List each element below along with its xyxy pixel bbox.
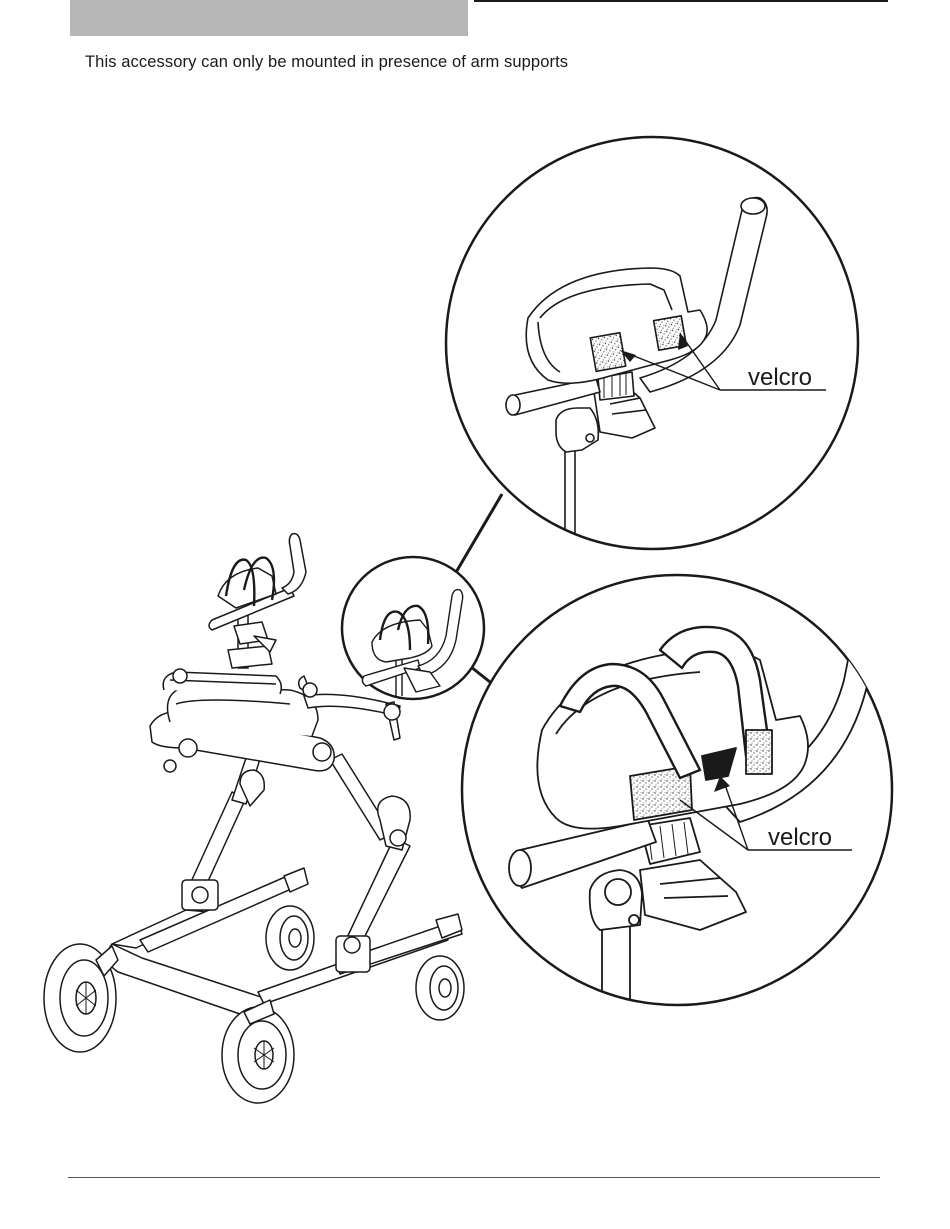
footer-rule xyxy=(68,1177,880,1178)
wheel-front-left xyxy=(44,944,118,1052)
velcro-label-bottom: velcro xyxy=(768,824,832,851)
detail-circle-bottom: velcro xyxy=(462,575,892,1010)
wheel-rear-right xyxy=(416,914,464,1020)
detail-circle-small xyxy=(342,557,484,699)
wheel-front-right xyxy=(222,1000,294,1103)
detail-circle-top: velcro xyxy=(446,137,858,560)
velcro-label-top: velcro xyxy=(748,364,812,391)
